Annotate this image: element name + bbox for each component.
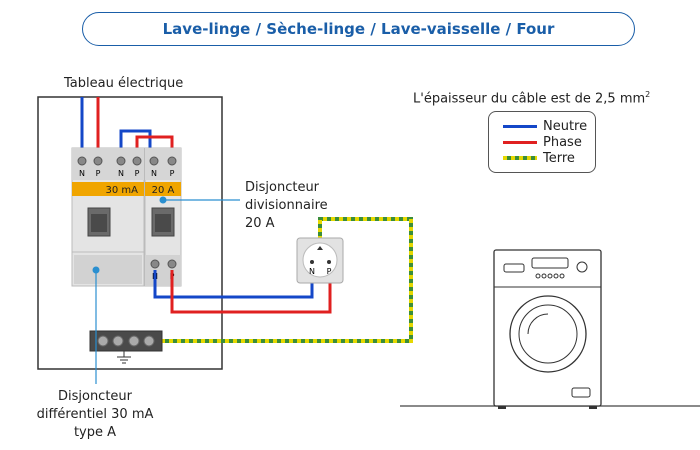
callout-div-line1: Disjoncteur	[245, 180, 320, 195]
legend-neutral: Neutre	[503, 118, 588, 134]
diff-rating-band	[72, 182, 144, 196]
outlet-terminal-p: P	[327, 267, 332, 276]
legend-earth: Terre	[503, 150, 575, 166]
cable-note-text: L'épaisseur du câble est de 2,5 mm	[413, 91, 646, 107]
callout-div-line2: divisionnaire	[245, 198, 328, 213]
cable-note-superscript: 2	[645, 90, 651, 99]
outgoing-neutral-wire	[153, 270, 314, 299]
diff-terminal-p1: P	[96, 169, 101, 178]
bridge-phase-wire	[135, 135, 174, 152]
callout-diff-line3: type A	[73, 425, 117, 440]
legend-earth-label: Terre	[543, 150, 575, 166]
callout-diff-line2: différentiel 30 mA	[36, 407, 154, 422]
legend-neutral-label: Neutre	[543, 118, 588, 134]
callout-diff-dot	[92, 266, 100, 274]
title-banner: Lave-linge / Sèche-linge / Lave-vaissell…	[82, 12, 635, 46]
earth-terminal-block	[89, 330, 163, 364]
callout-div-line3: 20 A	[245, 216, 275, 231]
bridge-neutral-wire	[119, 129, 152, 152]
callout-differential: Disjoncteur différentiel 30 mA type A	[20, 388, 170, 442]
outlet: N P	[296, 237, 344, 284]
earth-wire-stripes	[161, 217, 413, 343]
title-text: Lave-linge / Sèche-linge / Lave-vaissell…	[162, 20, 555, 38]
panel-label: Tableau électrique	[64, 76, 184, 91]
callout-divisional: Disjoncteur divisionnaire 20 A	[245, 179, 328, 233]
earth-line-swatch	[503, 156, 537, 160]
diff-rating-text: 30 mA	[106, 185, 139, 196]
callout-diff-line1: Disjoncteur	[57, 389, 133, 404]
outgoing-phase-wire	[170, 270, 332, 314]
legend-phase-label: Phase	[543, 134, 582, 150]
div-rating-text: 20 A	[152, 185, 175, 196]
terminal-screws-top: N P N P N P	[77, 156, 177, 178]
div-terminal-p-top: P	[170, 169, 175, 178]
diff-terminal-p2: P	[135, 169, 140, 178]
legend-phase: Phase	[503, 134, 582, 150]
legend: Neutre Phase Terre	[488, 111, 596, 173]
cable-note: L'épaisseur du câble est de 2,5 mm2	[413, 90, 650, 106]
div-rating-band	[145, 182, 181, 196]
earth-wire-base	[161, 217, 413, 343]
phase-line-swatch	[503, 140, 537, 144]
callout-div-dot	[159, 196, 167, 204]
outlet-terminal-n: N	[309, 267, 315, 276]
div-terminal-n-top: N	[151, 169, 157, 178]
neutral-line-swatch	[503, 124, 537, 128]
differential-breaker: 30 mA	[71, 147, 145, 287]
diff-terminal-n2: N	[118, 169, 124, 178]
diff-terminal-n1: N	[79, 169, 85, 178]
panel-enclosure	[37, 96, 223, 370]
washing-machine-icon	[493, 249, 602, 409]
